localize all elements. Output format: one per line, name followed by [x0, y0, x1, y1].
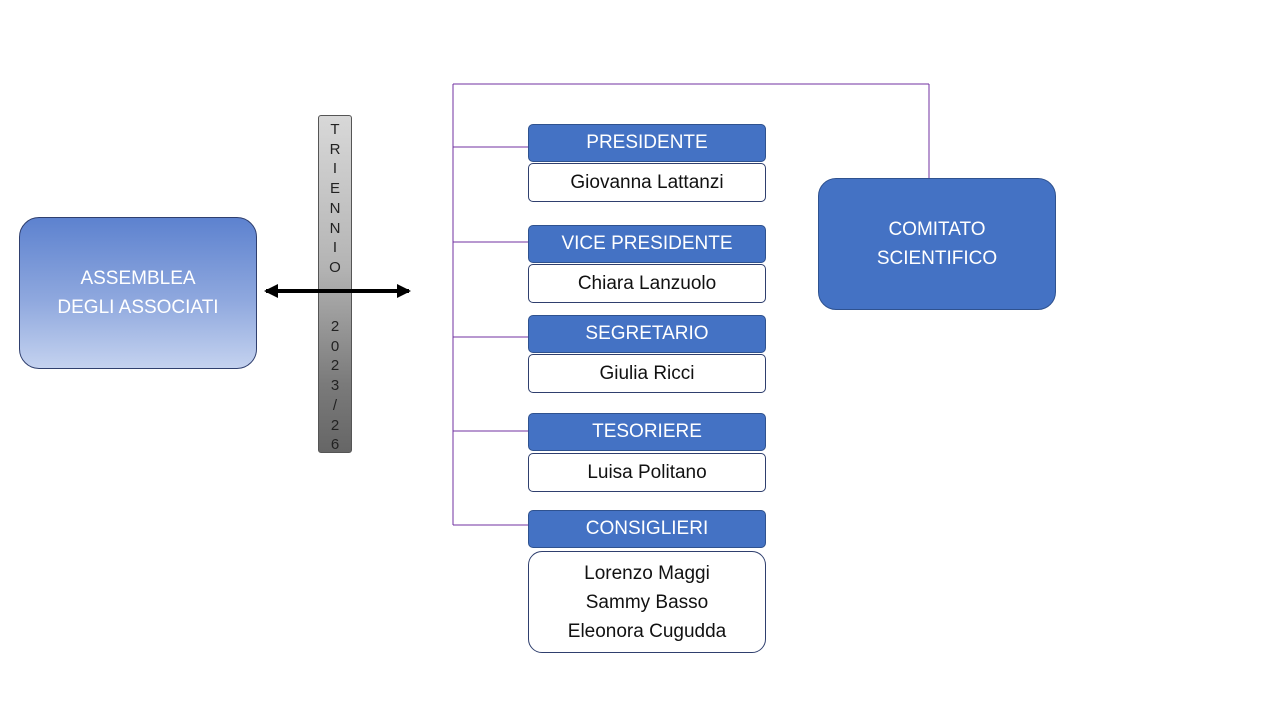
role-header-tesoriere: TESORIERE: [528, 413, 766, 451]
consiglieri-members-box: Lorenzo Maggi Sammy Basso Eleonora Cugud…: [528, 551, 766, 653]
role-header-presidente: PRESIDENTE: [528, 124, 766, 162]
assembly-title-line1: ASSEMBLEA: [80, 268, 196, 289]
role-name-tesoriere: Luisa Politano: [528, 453, 766, 492]
member-name: Sammy Basso: [585, 591, 709, 613]
committee-title-line1: COMITATO: [888, 219, 986, 240]
term-label: T R I E N N I O 2 0 2 3 / 2 6: [329, 121, 341, 454]
member-name: Eleonora Cugudda: [567, 620, 727, 642]
committee-title-line2: SCIENTIFICO: [876, 248, 998, 269]
role-name-segretario: Giulia Ricci: [528, 354, 766, 393]
assembly-box: ASSEMBLEA DEGLI ASSOCIATI: [19, 217, 257, 369]
role-header-consiglieri: CONSIGLIERI: [528, 510, 766, 548]
role-header-segretario: SEGRETARIO: [528, 315, 766, 353]
role-name-presidente: Giovanna Lattanzi: [528, 163, 766, 202]
role-name-vice-presidente: Chiara Lanzuolo: [528, 264, 766, 303]
committee-box: COMITATO SCIENTIFICO: [818, 178, 1056, 310]
member-name: Lorenzo Maggi: [584, 562, 710, 584]
assembly-title-line2: DEGLI ASSOCIATI: [57, 297, 219, 318]
term-bar: T R I E N N I O 2 0 2 3 / 2 6: [318, 115, 352, 453]
role-header-vice-presidente: VICE PRESIDENTE: [528, 225, 766, 263]
